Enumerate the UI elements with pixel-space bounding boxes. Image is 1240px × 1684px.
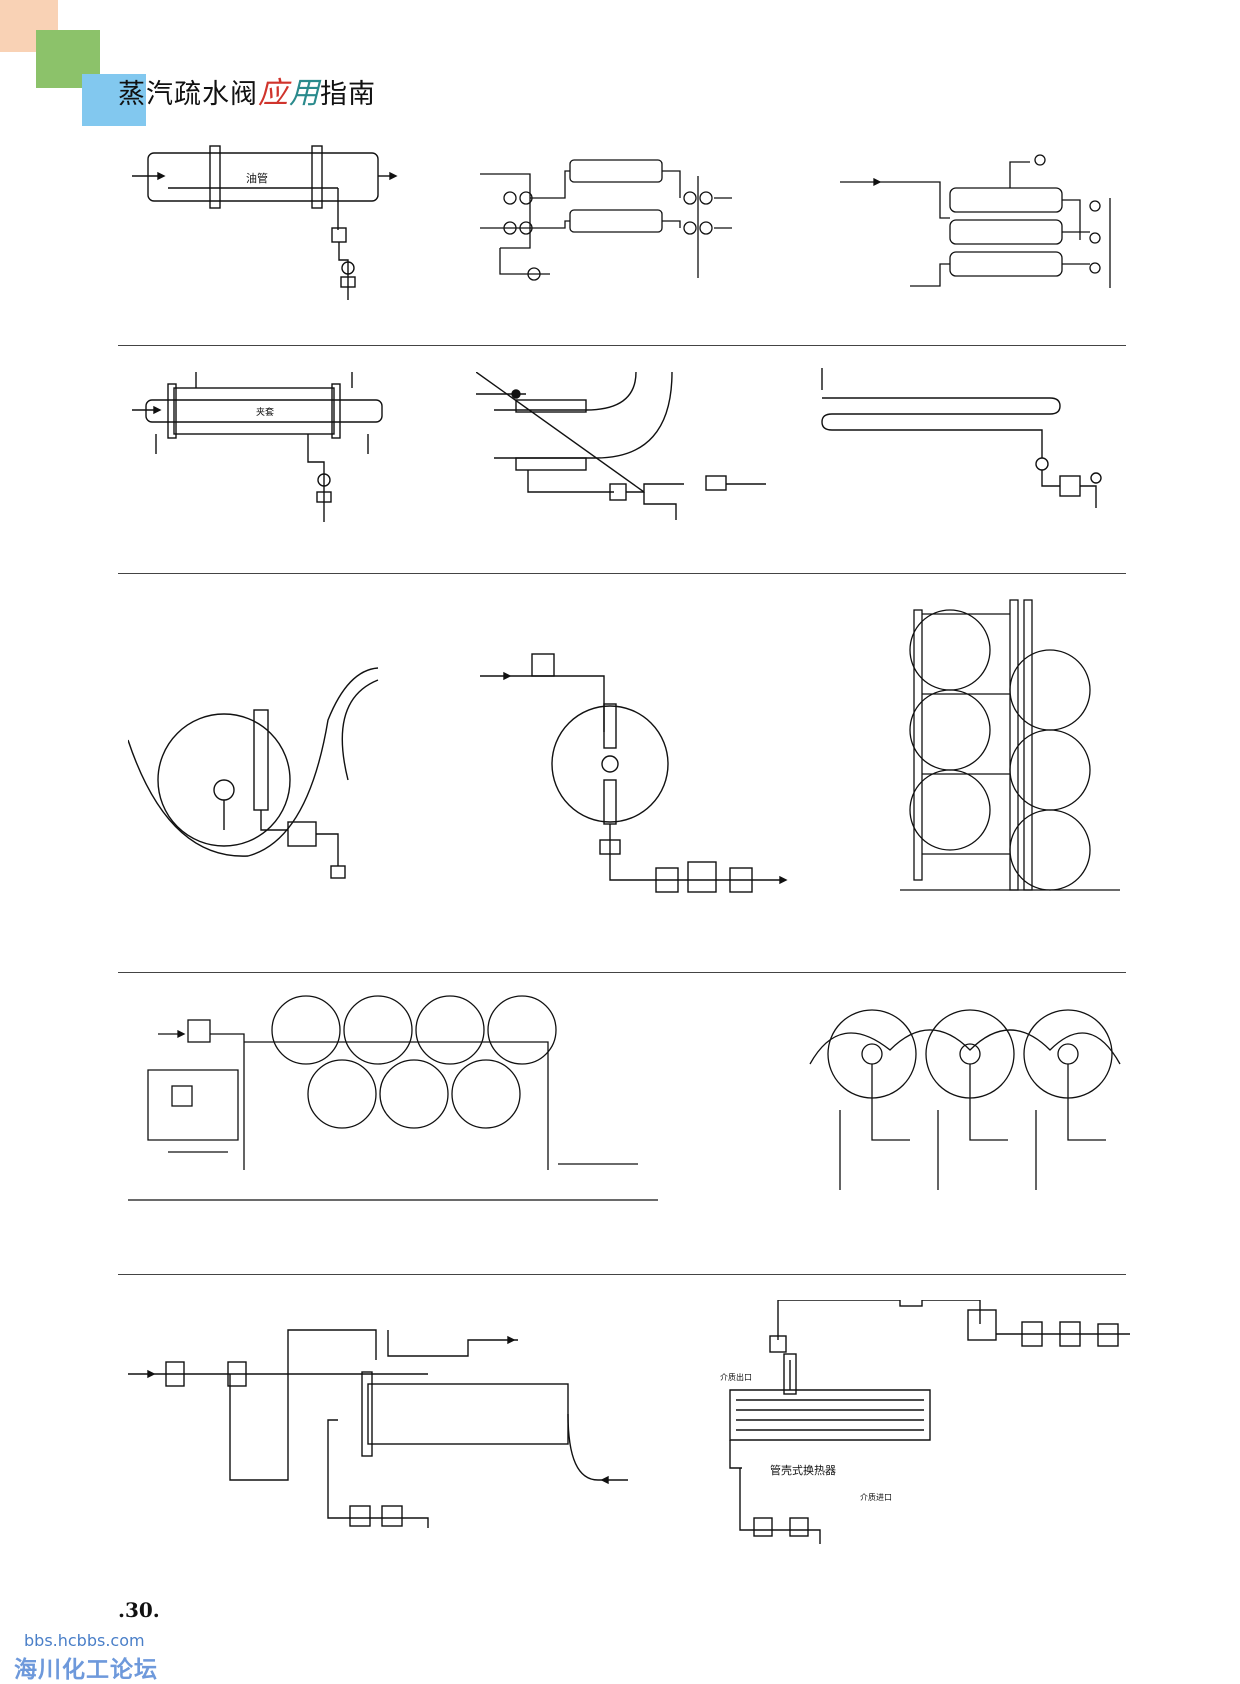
oil-pipe-label: 油管 bbox=[246, 171, 268, 185]
watermark-name: 海川化工论坛 bbox=[14, 1657, 158, 1683]
title-ying: 应 bbox=[258, 76, 289, 111]
medium-inlet-label: 介质进口 bbox=[860, 1492, 892, 1502]
title-main: 蒸汽疏水阀 bbox=[118, 79, 258, 110]
diagram-shell-tube-exchanger: 管壳式换热器 介质出口 介质进口 bbox=[700, 1300, 1130, 1560]
accent-square-blue bbox=[82, 74, 146, 126]
section-divider bbox=[118, 972, 1126, 973]
diagram-parallel-heaters bbox=[470, 148, 740, 298]
diagram-jacketed-pipe: 夹套 bbox=[128, 372, 398, 532]
diagram-dryer-section bbox=[128, 990, 658, 1210]
medium-outlet-label: 介质出口 bbox=[720, 1372, 752, 1382]
section-divider bbox=[118, 345, 1126, 346]
title-yong: 用 bbox=[289, 76, 320, 111]
watermark-url: bbs.hcbbs.com bbox=[24, 1631, 145, 1650]
page-number: .30. bbox=[118, 1598, 160, 1622]
diagram-coil-tracer bbox=[820, 368, 1120, 528]
diagram-oil-pipe-tracing: 油管 bbox=[128, 140, 398, 305]
section-divider bbox=[118, 1274, 1126, 1275]
title-tail: 指南 bbox=[320, 79, 376, 110]
diagram-rotating-drum bbox=[480, 632, 820, 896]
diagram-jacketed-elbow bbox=[476, 372, 776, 532]
diagram-multi-cylinder-stack bbox=[900, 590, 1120, 910]
section-divider bbox=[118, 573, 1126, 574]
diagram-heater-with-control bbox=[128, 1300, 648, 1550]
jacket-label: 夹套 bbox=[256, 406, 274, 418]
diagram-stacked-exchangers bbox=[840, 148, 1120, 298]
shell-tube-label: 管壳式换热器 bbox=[770, 1463, 836, 1477]
diagram-yankee-cylinders bbox=[800, 990, 1130, 1210]
page-title: 蒸汽疏水阀应用指南 bbox=[118, 68, 376, 112]
diagram-drying-cylinder bbox=[128, 660, 388, 900]
